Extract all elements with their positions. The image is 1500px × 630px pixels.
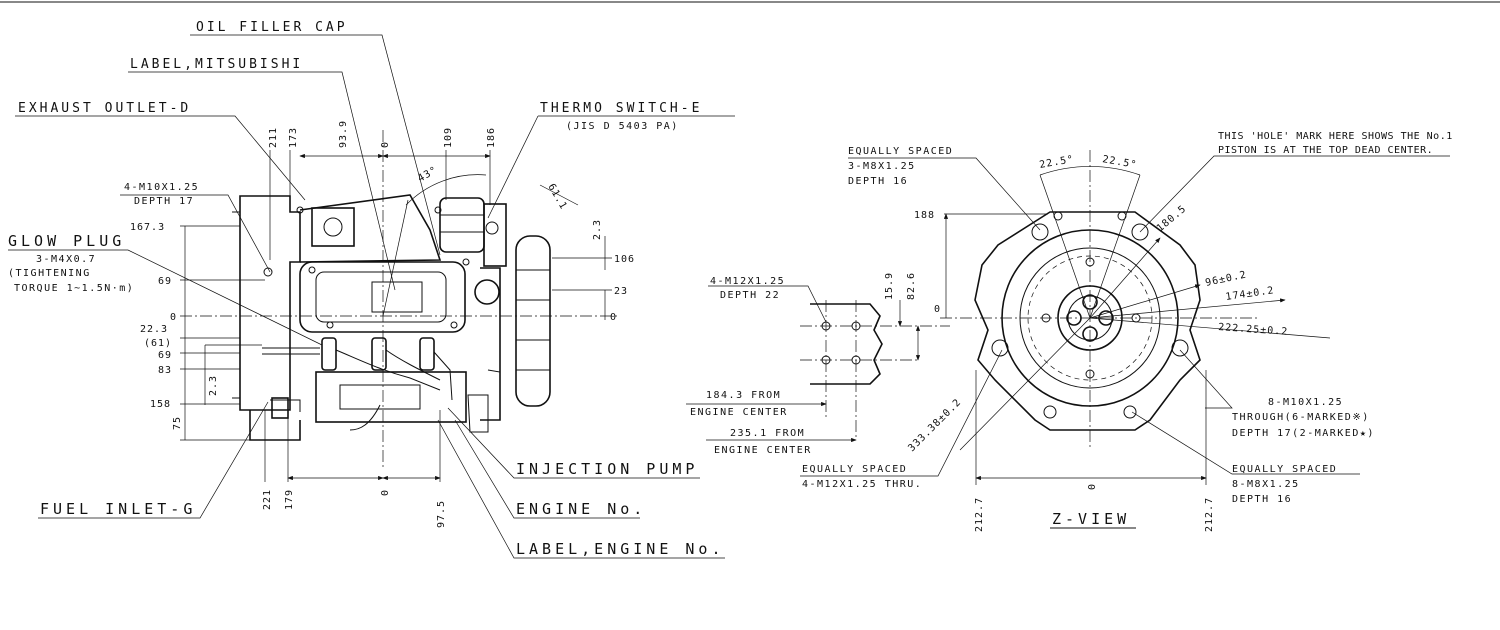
label-m10-through: THROUGH(6-MARKED※) bbox=[1232, 412, 1370, 423]
dim-188: 188 bbox=[914, 210, 935, 221]
dim-158: 158 bbox=[150, 399, 171, 410]
z-view-dimension-lines bbox=[800, 155, 1450, 485]
dim-83: 83 bbox=[158, 365, 172, 376]
dim-69-a: 69 bbox=[158, 276, 172, 287]
bottom-dimension-ladder bbox=[264, 410, 441, 482]
label-m12-thread: 4-M12X1.25 bbox=[710, 276, 785, 287]
label-engine-center-2: ENGINE CENTER bbox=[714, 445, 812, 456]
dim-75: 75 bbox=[172, 416, 183, 430]
dim-61-1: 61.1 bbox=[545, 182, 569, 212]
dim-22-3: 22.3 bbox=[140, 324, 168, 335]
left-leader-lines bbox=[8, 34, 735, 559]
left-dimension-ladder bbox=[180, 225, 265, 441]
label-glow-torque: TORQUE 1~1.5N·m) bbox=[14, 283, 134, 294]
dim-109: 109 bbox=[443, 127, 454, 148]
dim-333-38: 333.38±0.2 bbox=[906, 397, 963, 454]
label-glow-plug: GLOW PLUG bbox=[8, 232, 125, 250]
dim-212-7-a: 212.7 bbox=[974, 497, 985, 532]
label-thermo-spec: (JIS D 5403 PA) bbox=[566, 121, 679, 132]
label-m12-depth: DEPTH 22 bbox=[720, 290, 780, 301]
dim-23: 23 bbox=[614, 286, 628, 297]
label-thermo-switch: THERMO SWITCH-E bbox=[540, 101, 702, 116]
label-m8-depth-3: DEPTH 16 bbox=[1232, 494, 1292, 505]
label-mitsubishi: LABEL,MITSUBISHI bbox=[130, 57, 303, 72]
label-eq-spaced-1: EQUALLY SPACED bbox=[848, 146, 953, 157]
dim-0-right: 0 bbox=[610, 312, 617, 323]
label-z-view: Z-VIEW bbox=[1052, 510, 1130, 528]
dim-221: 221 bbox=[262, 489, 273, 510]
dim-180-5: 180.5 bbox=[1155, 203, 1189, 234]
label-eq-spaced-3: EQUALLY SPACED bbox=[1232, 464, 1337, 475]
label-m8-depth-1: DEPTH 16 bbox=[848, 176, 908, 187]
label-m12-thru: 4-M12X1.25 THRU. bbox=[802, 479, 922, 490]
label-engine-no-plate: LABEL,ENGINE No. bbox=[516, 540, 725, 558]
label-injection-pump: INJECTION PUMP bbox=[516, 460, 698, 478]
dim-82-6: 82.6 bbox=[906, 272, 917, 300]
dim-69-b: 69 bbox=[158, 350, 172, 361]
label-m8-thread-1: 3-M8X1.25 bbox=[848, 161, 916, 172]
label-oil-filler-cap: OIL FILLER CAP bbox=[196, 20, 348, 35]
dim-0-left: 0 bbox=[170, 312, 177, 323]
label-m10-depth-2: DEPTH 17(2-MARKED★) bbox=[1232, 428, 1375, 439]
dim-0-bottom: 0 bbox=[380, 489, 391, 496]
dim-0-top: 0 bbox=[380, 141, 391, 148]
dim-2-3-top: 2.3 bbox=[592, 219, 603, 240]
label-engine-center-1: ENGINE CENTER bbox=[690, 407, 788, 418]
label-from-184: 184.3 FROM bbox=[706, 390, 781, 401]
dim-211: 211 bbox=[268, 127, 279, 148]
engine-side-view bbox=[232, 194, 551, 441]
label-hole-mark-2: PISTON IS AT THE TOP DEAD CENTER. bbox=[1218, 145, 1433, 156]
label-fuel-inlet: FUEL INLET-G bbox=[40, 500, 196, 518]
dim-61-ref: (61) bbox=[144, 338, 172, 349]
dim-93-9: 93.9 bbox=[338, 120, 349, 148]
dim-222-25: 222.25±0.2 bbox=[1218, 322, 1289, 338]
mount-bracket-detail bbox=[686, 285, 950, 443]
label-hole-mark-1: THIS 'HOLE' MARK HERE SHOWS THE No.1 bbox=[1218, 131, 1453, 142]
dim-186: 186 bbox=[486, 127, 497, 148]
label-m8-thread-3: 8-M8X1.25 bbox=[1232, 479, 1300, 490]
dim-0-z-bottom: 0 bbox=[1087, 483, 1098, 490]
dim-167-3: 167.3 bbox=[130, 222, 165, 233]
dim-0-z: 0 bbox=[934, 304, 941, 315]
dim-15-9: 15.9 bbox=[884, 272, 895, 300]
label-m10-depth: DEPTH 17 bbox=[134, 196, 194, 207]
dim-179: 179 bbox=[284, 489, 295, 510]
dim-173: 173 bbox=[288, 127, 299, 148]
right-dimension-ladder bbox=[539, 184, 612, 320]
dim-212-7-b: 212.7 bbox=[1204, 497, 1215, 532]
label-from-235: 235.1 FROM bbox=[730, 428, 805, 439]
label-engine-no: ENGINE No. bbox=[516, 500, 646, 518]
dim-106: 106 bbox=[614, 254, 635, 265]
top-dimension-ladder bbox=[269, 150, 491, 317]
dim-22-5-a: 22.5° bbox=[1039, 154, 1075, 171]
dim-2-3-side: 2.3 bbox=[208, 375, 219, 396]
label-glow-thread: 3-M4X0.7 bbox=[36, 254, 96, 265]
dim-96: 96±0.2 bbox=[1204, 269, 1247, 289]
dim-174: 174±0.2 bbox=[1225, 285, 1275, 303]
label-m10-thread: 4-M10X1.25 bbox=[124, 182, 199, 193]
dim-22-5-b: 22.5° bbox=[1101, 154, 1137, 171]
dim-43-deg: 43° bbox=[416, 165, 440, 185]
label-exhaust-outlet: EXHAUST OUTLET-D bbox=[18, 101, 191, 116]
label-m10-thread-2: 8-M10X1.25 bbox=[1268, 397, 1343, 408]
dim-97-5: 97.5 bbox=[436, 500, 447, 528]
label-glow-tightening: (TIGHTENING bbox=[8, 268, 91, 279]
label-eq-spaced-2: EQUALLY SPACED bbox=[802, 464, 907, 475]
